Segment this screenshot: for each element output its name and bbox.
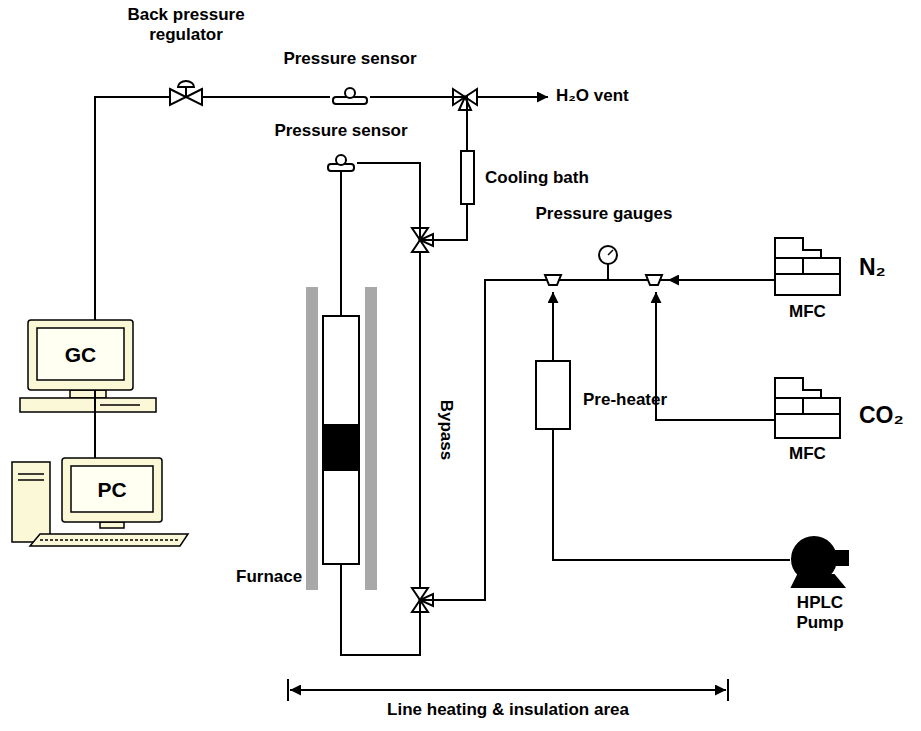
sensor-symbol xyxy=(325,155,357,172)
dimension-bracket xyxy=(288,679,728,701)
vent-line xyxy=(477,96,548,98)
pressure-gauges: Pressure gauges xyxy=(540,244,668,292)
pipe-connector xyxy=(552,292,554,360)
pre-heater: Pre-heater xyxy=(535,360,571,430)
node-label: PC xyxy=(62,458,162,522)
pipe-connector xyxy=(95,97,170,320)
node-label: HPLC Pump xyxy=(785,593,855,634)
node-label: Pressure sensor xyxy=(261,121,421,141)
hplc-pump: HPLC Pump xyxy=(790,535,850,588)
node-label: Pressure sensor xyxy=(270,49,430,69)
node-label: GC xyxy=(28,320,133,390)
gc-stand xyxy=(20,390,156,412)
area-label: Line heating & insulation area xyxy=(387,700,629,720)
mfc-symbol xyxy=(775,238,840,295)
node-label: Pre-heater xyxy=(583,390,667,410)
gc-monitor: GC xyxy=(28,320,133,390)
tube-symbol xyxy=(322,315,360,565)
gauges-symbol xyxy=(540,244,668,292)
pipe-connector xyxy=(94,390,96,458)
gas-label: CO₂ xyxy=(859,402,904,430)
mass-flow-controller: MFCN₂ xyxy=(775,238,840,295)
bypass-line xyxy=(419,252,421,588)
pipe-connector xyxy=(341,280,540,655)
bypass-label: Bypass xyxy=(436,400,456,460)
pipe-connector xyxy=(340,172,342,315)
pipe-connector xyxy=(553,430,790,560)
mfc-symbol xyxy=(775,378,840,438)
node-label: Back pressure regulator xyxy=(121,5,251,46)
pipe-connector xyxy=(202,96,330,98)
three-way-valve xyxy=(453,89,477,110)
node-label: MFC xyxy=(770,302,845,322)
node-label: MFC xyxy=(770,444,845,464)
reactor-furnace: Furnace xyxy=(322,315,360,565)
furnace-wall xyxy=(306,287,318,590)
cooling-bath: Cooling bath xyxy=(460,150,475,205)
valve-symbol xyxy=(170,85,202,109)
gas-label: N₂ xyxy=(859,254,886,282)
back-pressure-regulator: Back pressure regulator xyxy=(170,85,202,109)
pipe-connector xyxy=(668,279,775,281)
node-label: Pressure gauges xyxy=(524,204,684,224)
pipe-connector xyxy=(357,163,467,240)
pressure-sensor: Pressure sensor xyxy=(325,155,357,172)
mass-flow-controller: MFCCO₂ xyxy=(775,378,840,438)
pc-monitor: PC xyxy=(62,458,162,522)
pressure-sensor: Pressure sensor xyxy=(330,89,370,105)
vent-label: H₂O vent xyxy=(556,86,629,106)
node-label: Furnace xyxy=(236,567,302,587)
furnace-wall xyxy=(365,287,377,590)
pipe-connector xyxy=(656,292,775,420)
node-label: Cooling bath xyxy=(485,168,589,188)
sensor-symbol xyxy=(330,89,370,105)
pump-symbol xyxy=(790,535,850,588)
